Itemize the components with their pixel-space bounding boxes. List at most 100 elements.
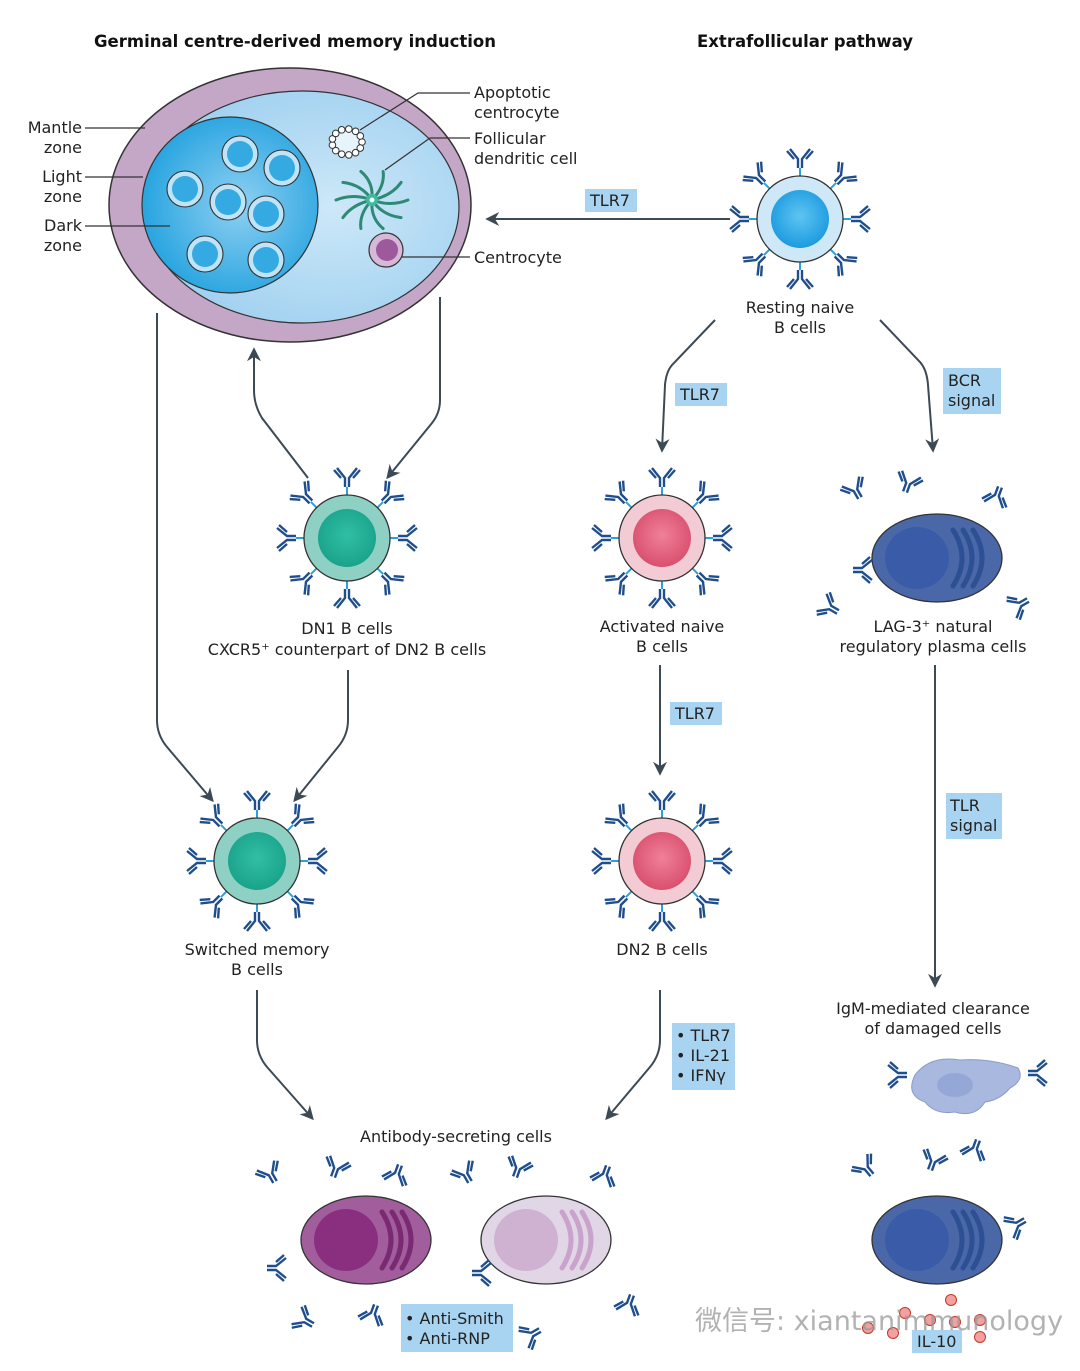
antibody-icon [704,847,733,875]
svg-text:• IL-21: • IL-21 [676,1046,730,1065]
dn1-b-cell [276,467,418,609]
arrow-dn1-to-switched [293,670,349,803]
antibody-icon [1028,1059,1048,1087]
apoptotic-bleb [337,126,346,134]
centrocyte-nucleus [376,239,398,261]
antibody-icon [333,580,361,609]
resting-naive-b-cell-nucleus [771,190,829,248]
label-switched-2: B cells [231,960,283,979]
fdc-leader [384,137,470,171]
signal-il10: IL-10 [912,1330,962,1353]
antibody-icon [243,903,271,932]
apoptotic-bleb [345,151,353,159]
label-apoptotic-1: Apoptotic [474,83,551,102]
antibody-icon [1003,1216,1027,1241]
apoptotic-centrocyte-shape [328,125,366,159]
apoptotic-bleb [328,141,337,149]
antibody-icon [959,1138,986,1162]
antibody-icon [267,1254,287,1282]
apoptotic-bleb [331,146,340,155]
lag3-plasma-cell-nucleus [885,527,949,589]
germinal-centre [108,67,472,343]
centroblast-nucleus [227,141,253,167]
label-fdc-1: Follicular [474,129,546,148]
er-stripe [960,1209,975,1271]
antibody-icon [591,847,620,875]
apoptotic-bleb [356,132,365,140]
il10-dot [974,1314,986,1326]
apoptotic-bleb [356,144,365,152]
er-stripe [559,1209,574,1271]
antibody-icon [243,790,271,819]
label-lag3-1: LAG-3⁺ natural [873,617,992,636]
arrow-switched-to-asc [256,990,314,1121]
apoptotic-bleb [345,125,353,133]
antibody-icon [839,476,864,500]
switched-memory-b-cell-nucleus [228,832,286,890]
label-dn2: DN2 B cells [616,940,707,959]
antibody-icon [472,1259,492,1287]
svg-text:• Anti-RNP: • Anti-RNP [405,1329,490,1348]
antibody-icon [922,1148,949,1172]
label-fdc-2: dendritic cell [474,149,577,168]
centroblast-nucleus [269,155,295,181]
antibody-icon [786,261,814,290]
svg-text:TLR7: TLR7 [589,191,630,210]
damaged-cell-nucleus [937,1073,973,1097]
label-switched-1: Switched memory [185,940,330,959]
label-antibody-secreting: Antibody-secreting cells [360,1127,552,1146]
apoptotic-bleb [351,127,360,136]
asc-purple-plasma-cell-nucleus [314,1209,378,1271]
signal-tlr7-gc: TLR7 [585,189,637,212]
er-stripe [950,1209,965,1271]
asc-purple-plasma-cell [300,1195,432,1285]
svg-text:IL-10: IL-10 [917,1332,956,1351]
er-stripe [569,1209,584,1271]
svg-text:BCR: BCR [948,371,981,390]
svg-text:TLR7: TLR7 [679,385,720,404]
il10-plasma-cell [871,1195,1003,1285]
antibody-icon [853,556,873,584]
dn1-b-cell-nucleus [318,509,376,567]
er-stripe [960,527,975,589]
arrow-resting-to-activated [655,319,716,453]
svg-text:• IFNγ: • IFNγ [676,1066,726,1085]
switched-memory-b-cell [186,790,328,932]
signal-tlr7-activation: TLR7 [675,383,727,406]
svg-text:• TLR7: • TLR7 [676,1026,731,1045]
centroblast-nucleus [172,176,198,202]
er-stripe [399,1209,414,1271]
label-light-zone-1: Light [42,167,82,186]
label-activated-naive-2: B cells [636,637,688,656]
follicular-dendritic-cell-shape [334,169,410,231]
antibody-icon [1006,596,1030,621]
svg-text:TLR7: TLR7 [674,704,715,723]
label-igm-1: IgM-mediated clearance [836,999,1030,1018]
antibody-icon [842,205,871,233]
arrow-gc-to-dn1 [386,297,441,480]
antibody-icon [333,467,361,496]
resting-naive-b-cell [729,148,871,290]
apoptotic-bleb [351,148,360,157]
antibody-icon [648,580,676,609]
label-apoptotic-2: centrocyte [474,103,559,122]
arrow-dn1-to-gc [247,347,309,479]
signal-tlr7-dn2: TLR7 [670,702,722,725]
il10-dot [899,1307,911,1319]
svg-text:TLR: TLR [949,796,980,815]
apoptotic-leader [359,92,470,131]
signal-dn2-factors: • TLR7 • IL-21 • IFNγ [672,1023,735,1090]
antibody-icon [325,1155,352,1179]
antibody-icon [850,1153,875,1178]
er-stripe [970,527,985,589]
antibody-icon [648,790,676,819]
apoptotic-bleb [331,129,340,138]
fdc-nucleus [369,197,375,203]
apoptotic-core [335,130,359,154]
apoptotic-bleb [337,150,346,158]
antibody-icon [357,1303,384,1327]
er-stripe [389,1209,404,1271]
antibody-icon [276,524,305,552]
dn2-b-cell-nucleus [633,832,691,890]
